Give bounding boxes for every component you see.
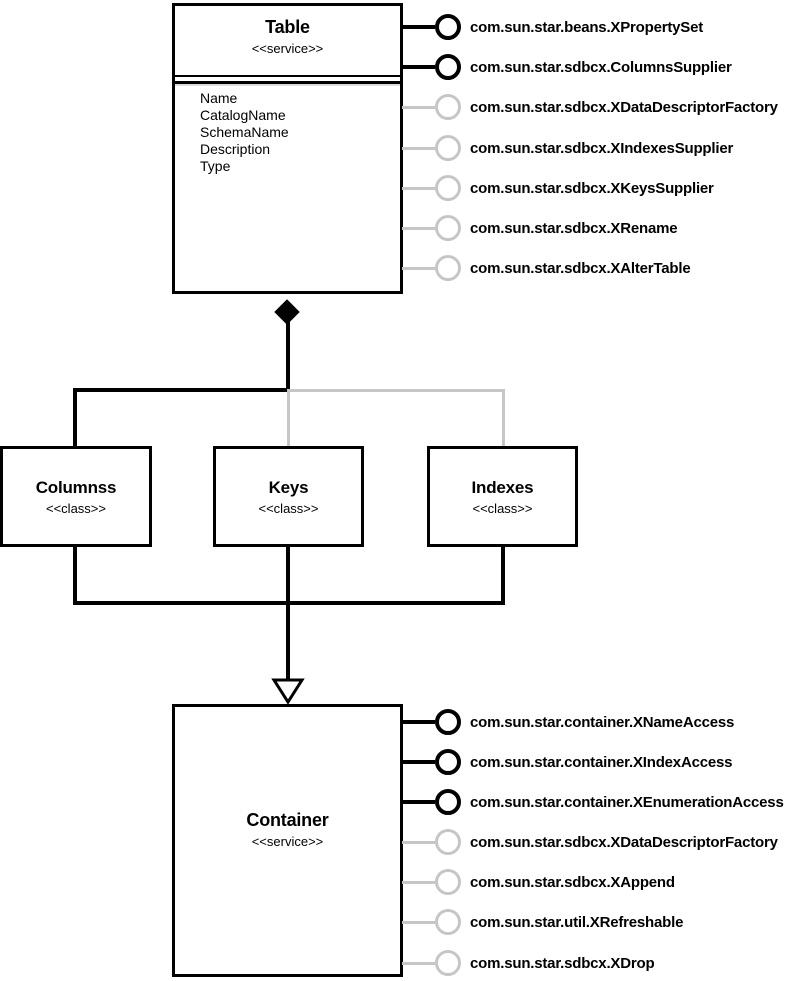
container-interface-row: com.sun.star.sdbcx.XAppend: [402, 868, 675, 896]
interface-stub-line: [402, 226, 435, 230]
table-interface-row: com.sun.star.beans.XPropertySet: [402, 13, 703, 41]
interface-label: com.sun.star.sdbcx.XDataDescriptorFactor…: [470, 98, 778, 116]
interface-stub-line: [402, 840, 435, 844]
table-interface-row: com.sun.star.sdbcx.XDataDescriptorFactor…: [402, 93, 778, 121]
interface-label: com.sun.star.sdbcx.XAppend: [470, 873, 675, 891]
interface-stub-line: [402, 720, 435, 724]
lollipop-interface-icon: [435, 14, 461, 40]
container-interface-row: com.sun.star.container.XEnumerationAcces…: [402, 788, 784, 816]
interface-stub-line: [402, 800, 435, 804]
class-stereotype: <<class>>: [258, 500, 319, 516]
composition-diamond-icon: [274, 299, 300, 325]
interface-stub-line: [402, 266, 435, 270]
table-compartment-gap: [175, 77, 400, 81]
lollipop-interface-icon: [435, 255, 461, 281]
class-stereotype: <<class>>: [46, 500, 106, 516]
table-interface-row: com.sun.star.sdbcx.XRename: [402, 214, 678, 242]
table-title: Table: [265, 17, 310, 37]
out-line-keys-to-arrow: [286, 545, 290, 682]
table-attribute: SchemaName: [200, 124, 289, 140]
interface-stub-line: [402, 186, 435, 190]
out-line-columns: [73, 545, 77, 605]
interface-stub-line: [402, 920, 435, 924]
class-title: Columnss: [35, 477, 117, 497]
drop-line-columns: [73, 388, 77, 446]
indexes-class-box: Indexes <<class>>: [427, 446, 578, 547]
lollipop-interface-icon: [435, 94, 461, 120]
table-stereotype: <<service>>: [251, 41, 324, 56]
table-compartment-shadow: [175, 84, 400, 86]
lollipop-interface-icon: [435, 909, 461, 935]
interface-stub-line: [402, 961, 435, 965]
columns-class-box: Columnss <<class>>: [0, 446, 152, 547]
interface-stub-line: [402, 146, 435, 150]
lollipop-interface-icon: [435, 215, 461, 241]
table-interface-row: com.sun.star.sdbcx.ColumnsSupplier: [402, 53, 732, 81]
composition-stem-line: [286, 318, 290, 390]
interface-label: com.sun.star.sdbcx.XKeysSupplier: [470, 179, 714, 197]
table-service-box: Table <<service>> Name CatalogName Schem…: [172, 3, 403, 294]
interface-stub-line: [402, 760, 435, 764]
lollipop-interface-icon: [435, 950, 461, 976]
interface-label: com.sun.star.container.XEnumerationAcces…: [470, 793, 784, 811]
out-line-indexes: [501, 545, 505, 605]
drop-line-keys: [287, 389, 290, 446]
table-attribute: Description: [200, 141, 271, 157]
container-interface-row: com.sun.star.sdbcx.XDataDescriptorFactor…: [402, 828, 778, 856]
interface-label: com.sun.star.container.XNameAccess: [470, 713, 735, 731]
lollipop-interface-icon: [435, 54, 461, 80]
container-interface-row: com.sun.star.util.XRefreshable: [402, 908, 683, 936]
lollipop-interface-icon: [435, 869, 461, 895]
generalization-arrow-icon: [271, 678, 305, 704]
container-interface-row: com.sun.star.sdbcx.XDrop: [402, 949, 655, 977]
branch-line-right: [290, 389, 505, 392]
table-attribute: Type: [200, 158, 231, 174]
lollipop-interface-icon: [435, 135, 461, 161]
table-interface-row: com.sun.star.sdbcx.XKeysSupplier: [402, 174, 714, 202]
table-compartment-divider: [175, 81, 400, 84]
lollipop-interface-icon: [435, 749, 461, 775]
container-interface-row: com.sun.star.container.XIndexAccess: [402, 748, 732, 776]
table-attribute: CatalogName: [200, 107, 286, 123]
drop-line-indexes: [502, 389, 505, 446]
lollipop-interface-icon: [435, 709, 461, 735]
class-title: Keys: [268, 477, 309, 497]
interface-label: com.sun.star.sdbcx.XDrop: [470, 954, 655, 972]
branch-line-left: [73, 388, 290, 392]
keys-class-box: Keys <<class>>: [213, 446, 364, 547]
interface-label: com.sun.star.sdbcx.XAlterTable: [470, 259, 691, 277]
interface-label: com.sun.star.sdbcx.ColumnsSupplier: [470, 58, 732, 76]
interface-stub-line: [402, 105, 435, 109]
interface-stub-line: [402, 25, 435, 29]
class-stereotype: <<class>>: [472, 500, 533, 516]
container-service-box: Container <<service>>: [172, 704, 403, 977]
container-interface-row: com.sun.star.container.XNameAccess: [402, 708, 734, 736]
interface-stub-line: [402, 65, 435, 69]
lollipop-interface-icon: [435, 829, 461, 855]
table-attribute-list: Name CatalogName SchemaName Description …: [175, 86, 400, 175]
lollipop-interface-icon: [435, 175, 461, 201]
interface-label: com.sun.star.util.XRefreshable: [470, 913, 684, 931]
container-stereotype: <<service>>: [251, 834, 324, 849]
table-interface-row: com.sun.star.sdbcx.XIndexesSupplier: [402, 134, 733, 162]
table-interface-row: com.sun.star.sdbcx.XAlterTable: [402, 254, 691, 282]
lollipop-interface-icon: [435, 789, 461, 815]
interface-label: com.sun.star.sdbcx.XRename: [470, 219, 678, 237]
interface-label: com.sun.star.sdbcx.XIndexesSupplier: [470, 139, 734, 157]
class-title: Indexes: [471, 477, 534, 497]
interface-label: com.sun.star.container.XIndexAccess: [470, 753, 733, 771]
interface-stub-line: [402, 880, 435, 884]
container-title: Container: [246, 810, 329, 830]
table-attribute: Name: [200, 90, 238, 106]
interface-label: com.sun.star.sdbcx.XDataDescriptorFactor…: [470, 833, 778, 851]
interface-label: com.sun.star.beans.XPropertySet: [470, 18, 704, 36]
table-header: Table <<service>>: [175, 6, 400, 77]
